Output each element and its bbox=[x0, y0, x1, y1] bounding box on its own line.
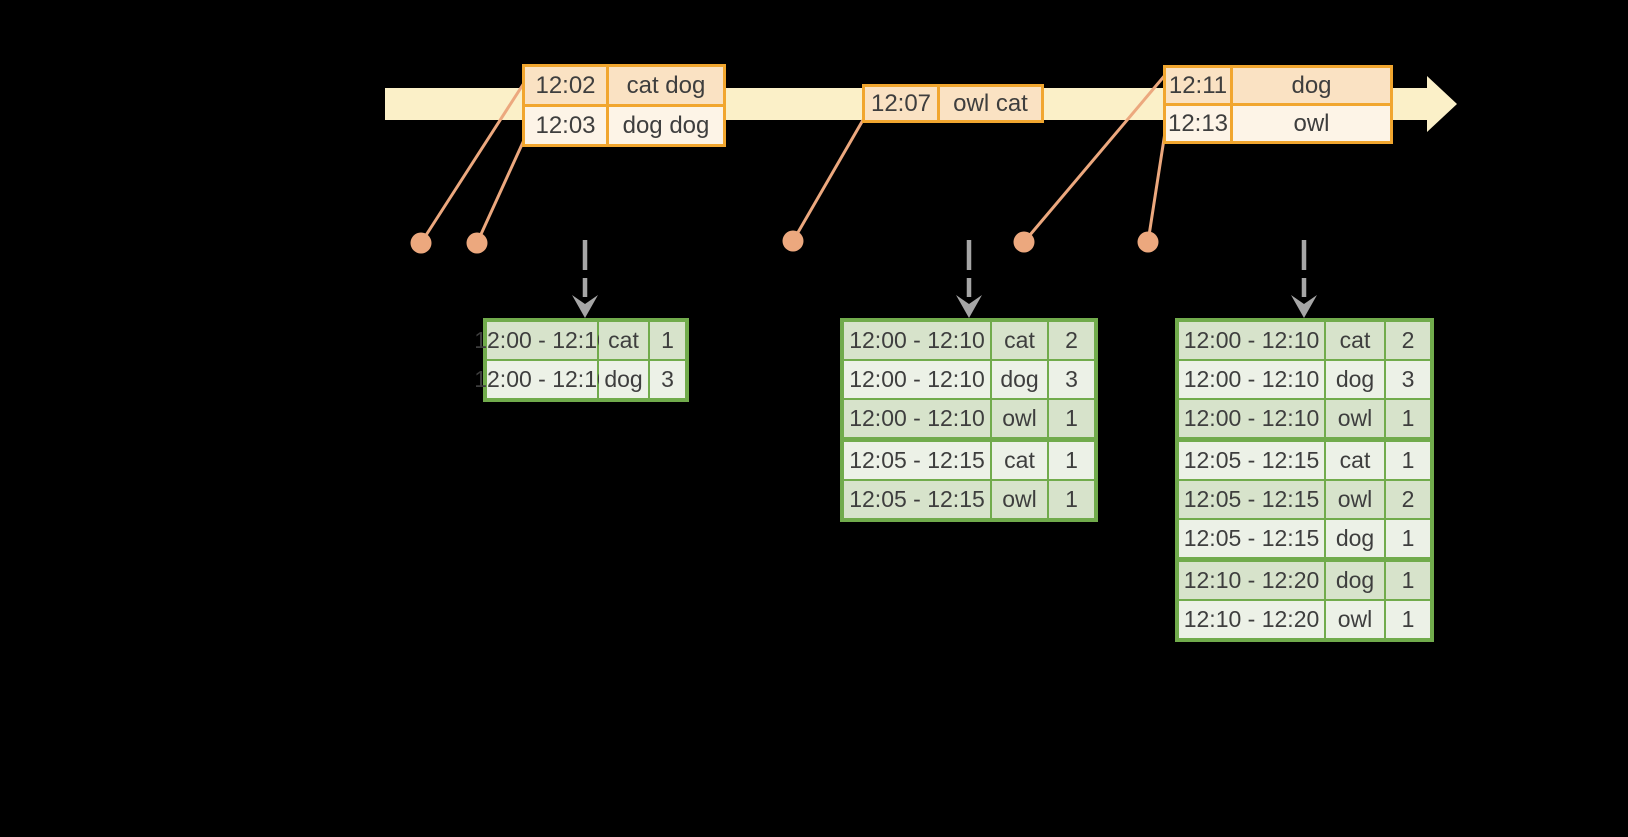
result-row: 12:10 - 12:20 owl 1 bbox=[1179, 601, 1430, 638]
word-cell: cat bbox=[599, 322, 648, 359]
word-cell: owl bbox=[992, 481, 1047, 518]
count-cell: 1 bbox=[1386, 520, 1430, 557]
window-cell: 12:05 - 12:15 bbox=[1179, 442, 1324, 479]
word-cell: dog bbox=[992, 361, 1047, 398]
result-row: 12:10 - 12:20 dog 1 bbox=[1179, 562, 1430, 599]
window-cell: 12:00 - 12:10 bbox=[844, 322, 990, 359]
count-cell: 3 bbox=[1386, 361, 1430, 398]
window-cell: 12:10 - 12:20 bbox=[1179, 562, 1324, 599]
event-dot bbox=[410, 232, 432, 254]
trigger-arrowhead-icon bbox=[1291, 295, 1317, 318]
result-row: 12:00 - 12:10 cat 2 bbox=[844, 322, 1094, 359]
event-table-1: 12:02 cat dog 12:03 dog dog bbox=[522, 64, 726, 147]
result-row: 12:05 - 12:15 dog 1 bbox=[1179, 520, 1430, 557]
window-cell: 12:00 - 12:10 bbox=[844, 400, 990, 437]
trigger-arrowhead-icon bbox=[956, 295, 982, 318]
count-cell: 1 bbox=[1049, 481, 1094, 518]
window-cell: 12:05 - 12:15 bbox=[844, 442, 990, 479]
window-cell: 12:05 - 12:15 bbox=[1179, 481, 1324, 518]
event-words: dog bbox=[1233, 68, 1390, 103]
connector-line bbox=[791, 119, 865, 242]
word-cell: cat bbox=[1326, 442, 1384, 479]
window-cell: 12:00 - 12:10 bbox=[1179, 322, 1324, 359]
event-dot bbox=[1013, 231, 1035, 253]
event-dot bbox=[782, 230, 804, 252]
event-words: owl bbox=[1233, 106, 1390, 141]
word-cell: dog bbox=[1326, 520, 1384, 557]
count-cell: 2 bbox=[1386, 322, 1430, 359]
count-cell: 1 bbox=[1049, 400, 1094, 437]
window-cell: 12:05 - 12:15 bbox=[844, 481, 990, 518]
event-time: 12:07 bbox=[865, 87, 937, 120]
count-cell: 2 bbox=[1049, 322, 1094, 359]
result-table-1: 12:00 - 12:10 cat 1 12:00 - 12:10 dog 3 bbox=[474, 318, 689, 402]
window-cell: 12:10 - 12:20 bbox=[1179, 601, 1324, 638]
event-time: 12:13 bbox=[1166, 106, 1230, 141]
count-cell: 1 bbox=[650, 322, 685, 359]
window-cell: 12:00 - 12:10 bbox=[474, 322, 610, 359]
result-row: 12:00 - 12:10 cat 2 bbox=[1179, 322, 1430, 359]
result-row: 12:05 - 12:15 owl 2 bbox=[1179, 481, 1430, 518]
word-cell: dog bbox=[1326, 361, 1384, 398]
word-cell: owl bbox=[992, 400, 1047, 437]
connector-line bbox=[1146, 125, 1168, 243]
word-cell: dog bbox=[1326, 562, 1384, 599]
event-time: 12:02 bbox=[525, 67, 606, 104]
trigger-arrowhead-icon bbox=[572, 295, 598, 318]
connector-line bbox=[475, 139, 526, 244]
result-row: 12:05 - 12:15 cat 1 bbox=[844, 442, 1094, 479]
result-row: 12:00 - 12:10 cat 1 bbox=[474, 322, 685, 359]
connector-line bbox=[419, 82, 526, 244]
result-row: 12:05 - 12:15 cat 1 bbox=[1179, 442, 1430, 479]
result-row: 12:00 - 12:10 dog 3 bbox=[1179, 361, 1430, 398]
connector-line bbox=[1022, 73, 1168, 243]
window-cell: 12:00 - 12:10 bbox=[474, 361, 610, 398]
word-cell: owl bbox=[1326, 400, 1384, 437]
event-words: cat dog bbox=[609, 67, 723, 104]
window-cell: 12:00 - 12:10 bbox=[1179, 361, 1324, 398]
word-cell: cat bbox=[992, 442, 1047, 479]
event-time: 12:03 bbox=[525, 107, 606, 144]
count-cell: 1 bbox=[1386, 400, 1430, 437]
count-cell: 3 bbox=[650, 361, 685, 398]
window-cell: 12:00 - 12:10 bbox=[1179, 400, 1324, 437]
result-table-2: 12:00 - 12:10 cat 2 12:00 - 12:10 dog 3 … bbox=[840, 318, 1098, 522]
event-table-2: 12:07 owl cat bbox=[862, 84, 1044, 123]
word-cell: cat bbox=[1326, 322, 1384, 359]
count-cell: 1 bbox=[1386, 601, 1430, 638]
result-row: 12:00 - 12:10 owl 1 bbox=[844, 400, 1094, 437]
event-table-3: 12:11 dog 12:13 owl bbox=[1163, 65, 1393, 144]
event-dot bbox=[1137, 231, 1159, 253]
event-words: dog dog bbox=[609, 107, 723, 144]
result-row: 12:00 - 12:10 owl 1 bbox=[1179, 400, 1430, 437]
result-row: 12:00 - 12:10 dog 3 bbox=[844, 361, 1094, 398]
event-time: 12:11 bbox=[1166, 68, 1230, 103]
count-cell: 1 bbox=[1386, 442, 1430, 479]
count-cell: 1 bbox=[1386, 562, 1430, 599]
result-row: 12:00 - 12:10 dog 3 bbox=[474, 361, 685, 398]
word-cell: owl bbox=[1326, 481, 1384, 518]
result-row: 12:05 - 12:15 owl 1 bbox=[844, 481, 1094, 518]
count-cell: 1 bbox=[1049, 442, 1094, 479]
count-cell: 2 bbox=[1386, 481, 1430, 518]
timeline-arrowhead-icon bbox=[1427, 76, 1457, 132]
result-table-3: 12:00 - 12:10 cat 2 12:00 - 12:10 dog 3 … bbox=[1175, 318, 1434, 642]
word-cell: dog bbox=[599, 361, 648, 398]
word-cell: owl bbox=[1326, 601, 1384, 638]
word-cell: cat bbox=[992, 322, 1047, 359]
window-cell: 12:00 - 12:10 bbox=[844, 361, 990, 398]
event-words: owl cat bbox=[940, 87, 1041, 120]
window-cell: 12:05 - 12:15 bbox=[1179, 520, 1324, 557]
event-dot bbox=[466, 232, 488, 254]
count-cell: 3 bbox=[1049, 361, 1094, 398]
